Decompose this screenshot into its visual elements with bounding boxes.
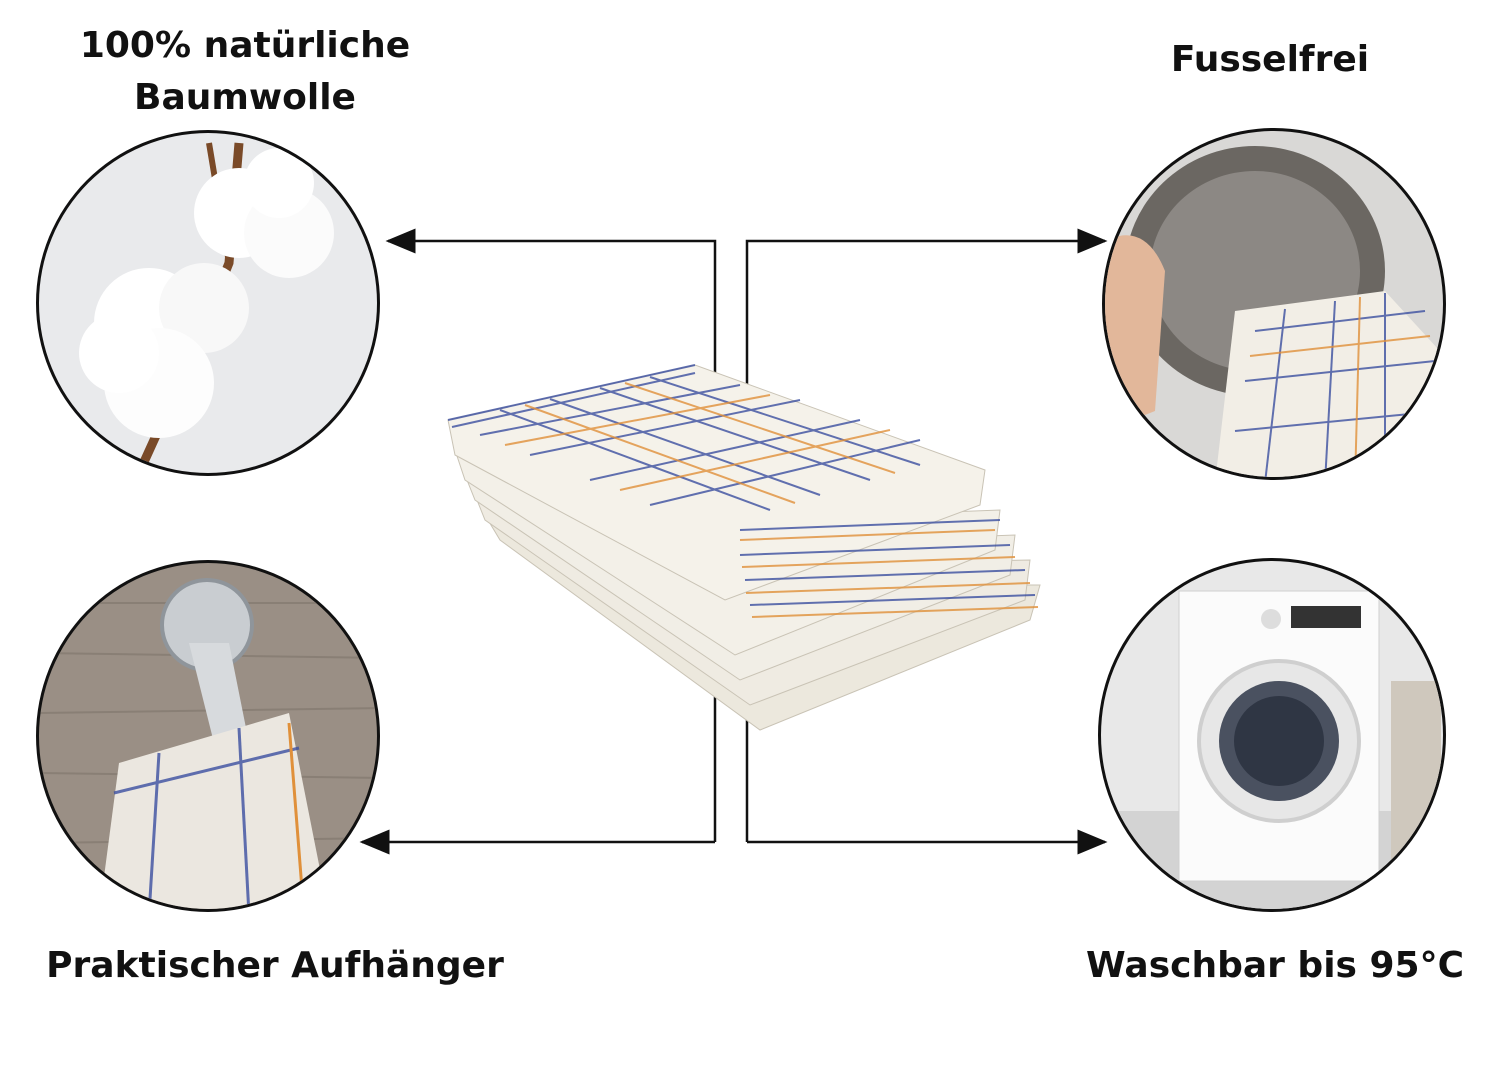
towel-stack-image — [440, 355, 1050, 735]
bowl-image — [1102, 128, 1446, 480]
cotton-label-line2: Baumwolle — [134, 77, 356, 118]
washing-machine-image — [1098, 558, 1446, 912]
hanger-label: Praktischer Aufhänger — [46, 945, 504, 986]
washable-label: Waschbar bis 95°C — [1085, 945, 1465, 986]
cotton-label: 100% natürliche Baumwolle — [60, 20, 430, 124]
cotton-image — [36, 130, 380, 476]
hanger-image — [36, 560, 380, 912]
cotton-label-line1: 100% natürliche — [79, 25, 411, 66]
lint-free-label: Fusselfrei — [1170, 39, 1370, 80]
